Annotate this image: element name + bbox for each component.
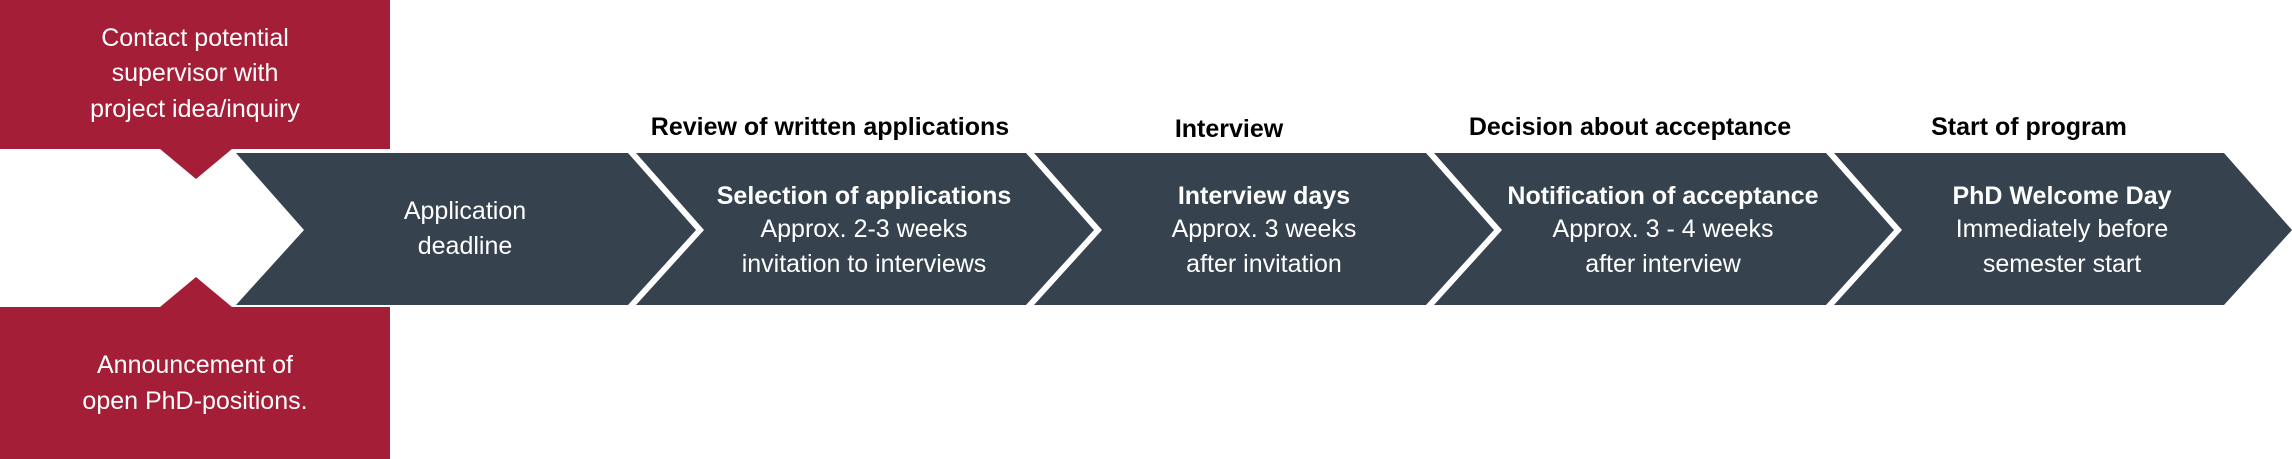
header-decision-about-acceptance: Decision about acceptance (1469, 113, 1791, 141)
selection-of-applications-line-1: Approx. 2-3 weeks (760, 215, 967, 243)
interview-days-title: Interview days (1178, 182, 1350, 210)
notification-of-acceptance-line-1: Approx. 3 - 4 weeks (1553, 215, 1774, 243)
header-interview: Interview (1175, 115, 1284, 143)
chevron-selection-of-applications (636, 153, 1094, 305)
top-callout-line-3: project idea/inquiry (90, 95, 300, 123)
chevron-interview-days (1034, 153, 1494, 305)
application-deadline-line-2: deadline (418, 232, 513, 260)
chevron-application-deadline (236, 153, 696, 305)
interview-days-line-2: after invitation (1186, 250, 1342, 278)
phd-welcome-day-line-1: Immediately before (1956, 215, 2169, 243)
chevron-notification-of-acceptance (1434, 153, 1894, 305)
top-callout-line-2: supervisor with (112, 59, 279, 87)
phd-welcome-day-title: PhD Welcome Day (1952, 182, 2171, 210)
phd-welcome-day-line-2: semester start (1983, 250, 2141, 278)
header-review-of-written-applications: Review of written applications (651, 113, 1009, 141)
bottom-callout-line-2: open PhD-positions. (82, 387, 307, 415)
header-start-of-program: Start of program (1931, 113, 2127, 141)
application-deadline-line-1: Application (404, 197, 526, 225)
interview-days-line-1: Approx. 3 weeks (1172, 215, 1357, 243)
bottom-callout-box (0, 277, 390, 459)
notification-of-acceptance-title: Notification of acceptance (1507, 182, 1818, 210)
top-callout-line-1: Contact potential (101, 24, 289, 52)
selection-of-applications-line-2: invitation to interviews (742, 250, 987, 278)
top-callout-box (0, 0, 390, 179)
chevron-phd-welcome-day (1834, 153, 2292, 305)
notification-of-acceptance-line-2: after interview (1585, 250, 1742, 278)
bottom-callout-line-1: Announcement of (97, 351, 293, 379)
selection-of-applications-title: Selection of applications (717, 182, 1012, 210)
